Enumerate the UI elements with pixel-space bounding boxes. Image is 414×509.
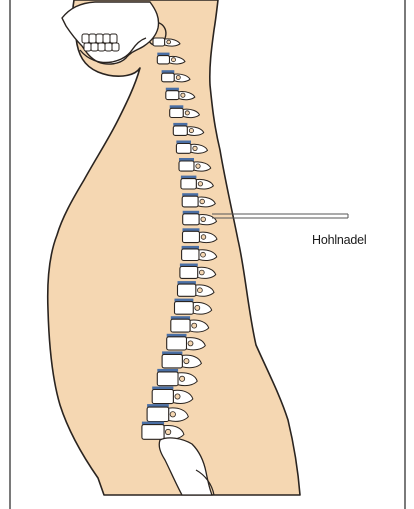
vertebra-body [180, 267, 198, 279]
vertebra-body [182, 249, 199, 261]
facet-joint [185, 111, 189, 115]
facet-joint [184, 359, 189, 364]
vertebra-body [152, 390, 173, 404]
facet-joint [201, 217, 206, 222]
facet-joint [167, 40, 171, 44]
facet-joint [200, 199, 205, 204]
facet-joint [199, 270, 204, 275]
vertebra-body [167, 337, 187, 350]
facet-joint [198, 182, 202, 186]
vertebra-body [183, 231, 200, 242]
facet-joint [180, 376, 185, 381]
callout-label: Hohlnadel [312, 233, 367, 247]
vertebra-body [179, 161, 194, 171]
vertebra-body [147, 407, 169, 421]
vertebra-body [166, 91, 179, 100]
facet-joint [170, 412, 175, 417]
vertebra-body [142, 425, 164, 440]
facet-joint [176, 76, 180, 80]
vertebra-body [173, 126, 187, 135]
vertebra-body [162, 354, 182, 368]
vertebra-body [157, 56, 169, 64]
vertebra-body [157, 372, 178, 386]
facet-joint [181, 93, 185, 97]
vertebra-body [170, 108, 184, 117]
vertebra-body [176, 144, 191, 154]
facet-joint [201, 235, 206, 240]
facet-joint [175, 394, 180, 399]
facet-joint [189, 129, 193, 133]
facet-joint [195, 305, 200, 310]
vertebra-body [171, 319, 190, 332]
facet-joint [193, 146, 197, 150]
vertebra-body [181, 179, 197, 189]
vertebra-body [153, 38, 165, 46]
facet-joint [172, 58, 176, 62]
facet-joint [192, 323, 197, 328]
vertebra-body [182, 196, 198, 207]
facet-joint [196, 164, 200, 168]
vertebra-body [162, 73, 175, 82]
vertebra-body [178, 284, 196, 296]
facet-joint [165, 429, 170, 434]
teeth [82, 34, 119, 51]
facet-joint [201, 252, 206, 257]
vertebra-body [175, 302, 194, 315]
facet-joint [188, 341, 193, 346]
vertebra-body [183, 214, 200, 225]
facet-joint [198, 288, 203, 293]
